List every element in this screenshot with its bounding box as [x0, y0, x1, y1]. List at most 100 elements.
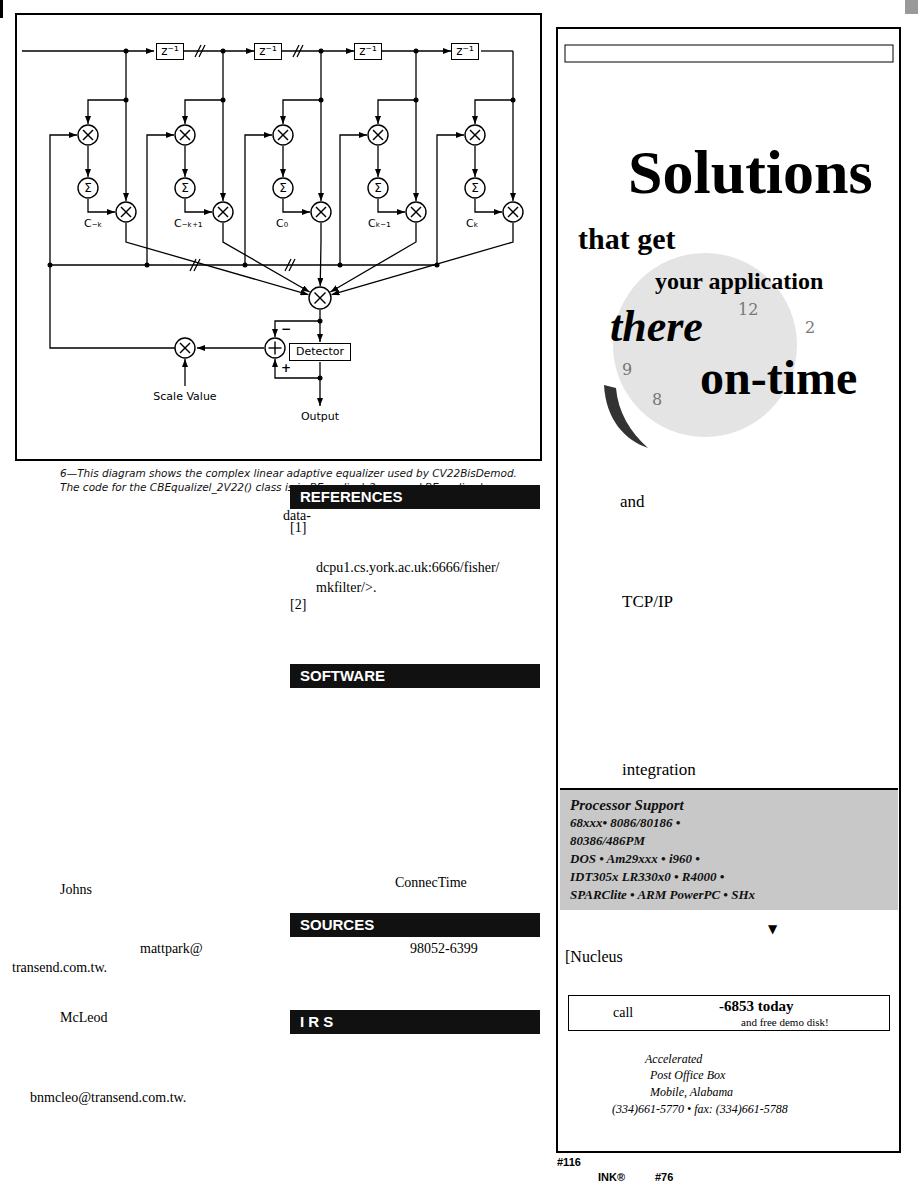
- multiplier-symbol: [311, 202, 331, 222]
- junction-dot: [124, 49, 129, 54]
- delay-box: z⁻¹: [156, 43, 184, 60]
- node-text: Processor Support: [570, 796, 888, 814]
- address-line: Post Office Box: [650, 1068, 725, 1083]
- body-text: McLeod: [60, 1010, 107, 1026]
- delay-line-connector: [184, 50, 254, 51]
- multiplier-stroke: [180, 130, 190, 140]
- node-text: z⁻¹: [456, 45, 474, 58]
- multiplier-circle: [78, 125, 98, 145]
- footer-mark: #76: [655, 1171, 673, 1183]
- multiplier-stroke: [218, 207, 228, 217]
- signal-wire: [320, 51, 321, 201]
- summer-circle: [175, 178, 195, 198]
- address-line: (334)661-5770 • fax: (334)661-5788: [612, 1102, 788, 1117]
- coefficient-label: Cₖ₋₁: [368, 217, 391, 230]
- signal-wire: [147, 135, 174, 265]
- sigma-symbol: Σ: [374, 182, 382, 194]
- multiplier-stroke: [316, 207, 326, 217]
- section-band: I R S: [290, 1010, 540, 1034]
- signal-wire: [377, 146, 378, 177]
- multiplier-stroke: [470, 130, 480, 140]
- sign-label: −: [281, 323, 291, 335]
- signal-wire: [320, 223, 322, 286]
- detector-box: Detector: [289, 343, 351, 361]
- node-text: SOURCES: [300, 916, 530, 934]
- signal-wire: [185, 100, 223, 124]
- multiplier-stroke: [121, 207, 131, 217]
- call-box: call-6853 todayand free demo disk!: [568, 995, 890, 1031]
- body-text: [2]: [290, 597, 306, 613]
- node-text: 68xxx• 8086/80186 •: [570, 814, 888, 832]
- summer-symbol: [368, 178, 388, 198]
- signal-wire: [275, 321, 320, 337]
- signal-wire: [475, 199, 502, 212]
- junction-dot: [318, 319, 323, 324]
- sigma-symbol: Σ: [279, 182, 287, 194]
- ad-border: [557, 28, 900, 1152]
- arrow-glyph: ▼: [768, 922, 777, 936]
- signal-wire: [319, 362, 320, 406]
- junction-dot: [48, 263, 53, 268]
- multiplier-circle: [273, 125, 293, 145]
- signal-wire: [88, 199, 115, 212]
- signal-label: Scale Value: [153, 390, 216, 403]
- signal-label: Output: [301, 410, 339, 423]
- multiplier-stroke: [121, 207, 131, 217]
- node-text: I R S: [300, 1013, 530, 1031]
- ad-text: integration: [622, 760, 696, 780]
- junction-dot: [414, 98, 419, 103]
- multiplier-symbol: [309, 287, 331, 309]
- node-text: 80386/486PM: [570, 832, 888, 850]
- ad-headline: Solutions: [628, 138, 873, 206]
- sigma-symbol: Σ: [471, 182, 479, 194]
- delay-box: z⁻¹: [254, 43, 282, 60]
- signal-wire: [197, 347, 264, 348]
- corner-mark: [905, 0, 918, 14]
- multiplier-symbol: [213, 202, 233, 222]
- figure-frame: [16, 14, 541, 460]
- signal-wire: [330, 223, 416, 292]
- junction-dot: [145, 263, 150, 268]
- multiplier-symbol: [503, 202, 523, 222]
- signal-wire: [184, 359, 185, 386]
- ad-text: TCP/IP: [622, 592, 673, 612]
- body-text: transend.com.tw.: [12, 960, 107, 976]
- node-text: SOFTWARE: [300, 667, 530, 685]
- signal-wire: [245, 135, 272, 265]
- multiplier-symbol: [78, 125, 98, 145]
- adder-stroke: [274, 342, 275, 355]
- multiplier-stroke: [83, 130, 93, 140]
- coefficient-label: C₋ₖ₊₁: [174, 217, 202, 230]
- clock-numeral: 12: [738, 300, 758, 319]
- multiplier-stroke: [83, 130, 93, 140]
- junction-dot: [221, 98, 226, 103]
- junction-dot: [319, 98, 324, 103]
- break-mark: [194, 259, 200, 271]
- multiplier-circle: [311, 202, 331, 222]
- summer-circle: [368, 178, 388, 198]
- coefficient-label: C₀: [276, 217, 288, 230]
- signal-wire: [332, 223, 513, 295]
- node-text: call: [613, 1005, 633, 1021]
- multiplier-stroke: [470, 130, 480, 140]
- summer-circle: [465, 178, 485, 198]
- multiplier-stroke: [508, 207, 518, 217]
- node-text: REFERENCES: [300, 488, 530, 506]
- section-band: SOURCES: [290, 913, 540, 937]
- signal-wire: [512, 51, 513, 201]
- signal-wire: [223, 223, 310, 292]
- node-text: -6853 today: [719, 998, 794, 1015]
- multiplier-symbol: [368, 125, 388, 145]
- junction-dot: [511, 98, 516, 103]
- sign-label: +: [281, 362, 291, 374]
- signal-wire: [378, 199, 405, 212]
- multiplier-stroke: [373, 130, 383, 140]
- multiplier-circle: [309, 287, 331, 309]
- multiplier-stroke: [315, 293, 326, 304]
- signal-wire: [185, 199, 212, 212]
- sigma-symbol: Σ: [181, 182, 189, 194]
- footer-mark: #116: [557, 1156, 581, 1168]
- sigma-symbol: Σ: [84, 182, 92, 194]
- multiplier-stroke: [180, 343, 190, 353]
